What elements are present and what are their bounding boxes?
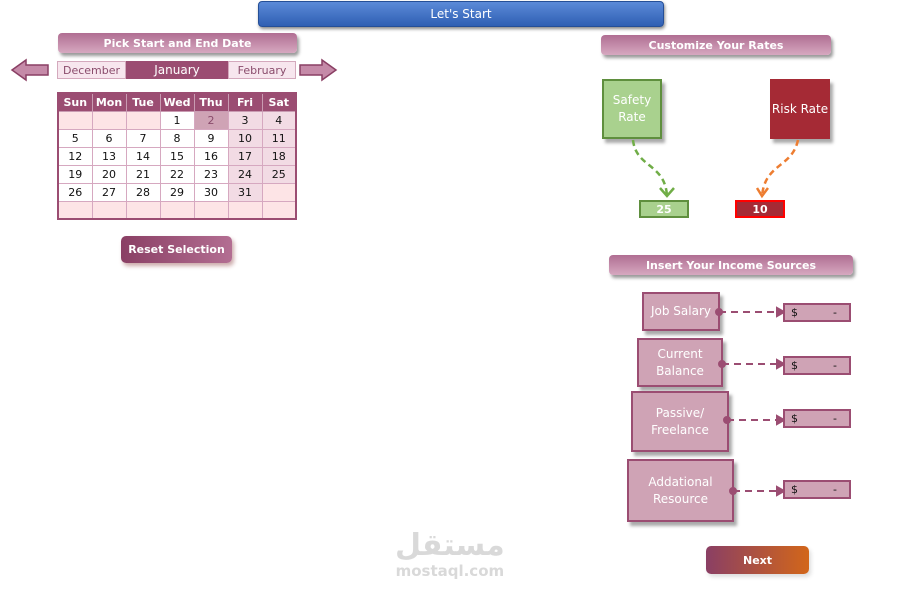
calendar-day[interactable]: 23 <box>193 164 229 184</box>
calendar-day[interactable]: 8 <box>159 128 195 148</box>
currency-symbol: $ <box>791 359 798 372</box>
calendar-day[interactable]: 11 <box>261 128 297 148</box>
calendar-empty-cell <box>91 200 127 220</box>
amount-value: - <box>833 412 837 425</box>
job-salary-box: Job Salary <box>642 292 720 331</box>
risk-rate-box: Risk Rate <box>770 79 830 139</box>
calendar-day[interactable]: 30 <box>193 182 229 202</box>
calendar-day[interactable]: 25 <box>261 164 297 184</box>
calendar-empty-cell <box>57 110 93 130</box>
watermark: مستقل mostaql.com <box>395 528 505 581</box>
safety-rate-input[interactable]: 25 <box>639 200 689 218</box>
calendar-day[interactable]: 17 <box>227 146 263 166</box>
calendar-day[interactable]: 12 <box>57 146 93 166</box>
weekday-header: Fri <box>227 92 263 112</box>
passive-freelance-box: Passive/ Freelance <box>631 391 729 452</box>
rate-connectors <box>631 139 800 199</box>
weekday-header: Sat <box>261 92 297 112</box>
calendar-day[interactable]: 15 <box>159 146 195 166</box>
current-balance-box: Current Balance <box>637 338 723 387</box>
calendar-day[interactable]: 16 <box>193 146 229 166</box>
calendar-day[interactable]: 24 <box>227 164 263 184</box>
risk-rate-label: Risk Rate <box>771 101 829 116</box>
weekday-header: Thu <box>193 92 229 112</box>
weekday-header: Sun <box>57 92 93 112</box>
calendar-day[interactable]: 22 <box>159 164 195 184</box>
additional-resource-input[interactable]: $- <box>783 480 851 499</box>
watermark-arabic: مستقل <box>395 528 505 563</box>
calendar-week <box>57 200 297 220</box>
calendar-day[interactable]: 3 <box>227 110 263 130</box>
amount-value: - <box>833 483 837 496</box>
calendar-day[interactable]: 5 <box>57 128 93 148</box>
prev-month-arrow-icon[interactable] <box>10 58 50 82</box>
next-button[interactable]: Next <box>706 546 809 574</box>
calendar-empty-cell <box>193 200 229 220</box>
current-balance-input[interactable]: $- <box>783 356 851 375</box>
risk-rate-input[interactable]: 10 <box>735 200 785 218</box>
amount-value: - <box>833 359 837 372</box>
calendar-day[interactable]: 2 <box>193 110 229 130</box>
next-month-button[interactable]: February <box>228 61 296 79</box>
calendar-day[interactable]: 9 <box>193 128 229 148</box>
calendar-day[interactable]: 28 <box>125 182 161 202</box>
currency-symbol: $ <box>791 483 798 496</box>
passive-freelance-input[interactable]: $- <box>783 409 851 428</box>
current-month: January <box>126 61 228 79</box>
calendar-day[interactable]: 6 <box>91 128 127 148</box>
income-sources-header: Insert Your Income Sources <box>609 255 853 275</box>
safety-rate-label: Safety Rate <box>612 93 652 124</box>
prev-month-button[interactable]: December <box>57 61 126 79</box>
calendar-empty-cell <box>159 200 195 220</box>
calendar-day[interactable]: 14 <box>125 146 161 166</box>
calendar-empty-cell <box>261 182 297 202</box>
calendar-day[interactable]: 18 <box>261 146 297 166</box>
calendar-empty-cell <box>91 110 127 130</box>
job-salary-input[interactable]: $- <box>783 303 851 322</box>
weekday-header: Wed <box>159 92 195 112</box>
calendar-day[interactable]: 7 <box>125 128 161 148</box>
amount-value: - <box>833 306 837 319</box>
weekday-header: Tue <box>125 92 161 112</box>
calendar-empty-cell <box>125 200 161 220</box>
calendar-empty-cell <box>57 200 93 220</box>
safety-rate-box: Safety Rate <box>602 79 662 139</box>
pick-date-header: Pick Start and End Date <box>58 33 297 53</box>
calendar-day[interactable]: 1 <box>159 110 195 130</box>
calendar-day[interactable]: 29 <box>159 182 195 202</box>
calendar-day[interactable]: 31 <box>227 182 263 202</box>
income-connectors <box>715 306 785 497</box>
calendar-day[interactable]: 19 <box>57 164 93 184</box>
calendar-empty-cell <box>227 200 263 220</box>
next-month-arrow-icon[interactable] <box>298 58 338 82</box>
calendar-day[interactable]: 21 <box>125 164 161 184</box>
calendar-day[interactable]: 20 <box>91 164 127 184</box>
customize-rates-header: Customize Your Rates <box>601 35 831 55</box>
watermark-latin: mostaql.com <box>395 562 505 580</box>
currency-symbol: $ <box>791 412 798 425</box>
weekday-header: Mon <box>91 92 127 112</box>
reset-selection-button[interactable]: Reset Selection <box>121 236 232 263</box>
calendar-day[interactable]: 13 <box>91 146 127 166</box>
calendar-day[interactable]: 10 <box>227 128 263 148</box>
currency-symbol: $ <box>791 306 798 319</box>
calendar-day[interactable]: 27 <box>91 182 127 202</box>
calendar-day[interactable]: 26 <box>57 182 93 202</box>
lets-start-button[interactable]: Let's Start <box>258 1 664 27</box>
calendar-empty-cell <box>125 110 161 130</box>
calendar-empty-cell <box>261 200 297 220</box>
calendar-day[interactable]: 4 <box>261 110 297 130</box>
